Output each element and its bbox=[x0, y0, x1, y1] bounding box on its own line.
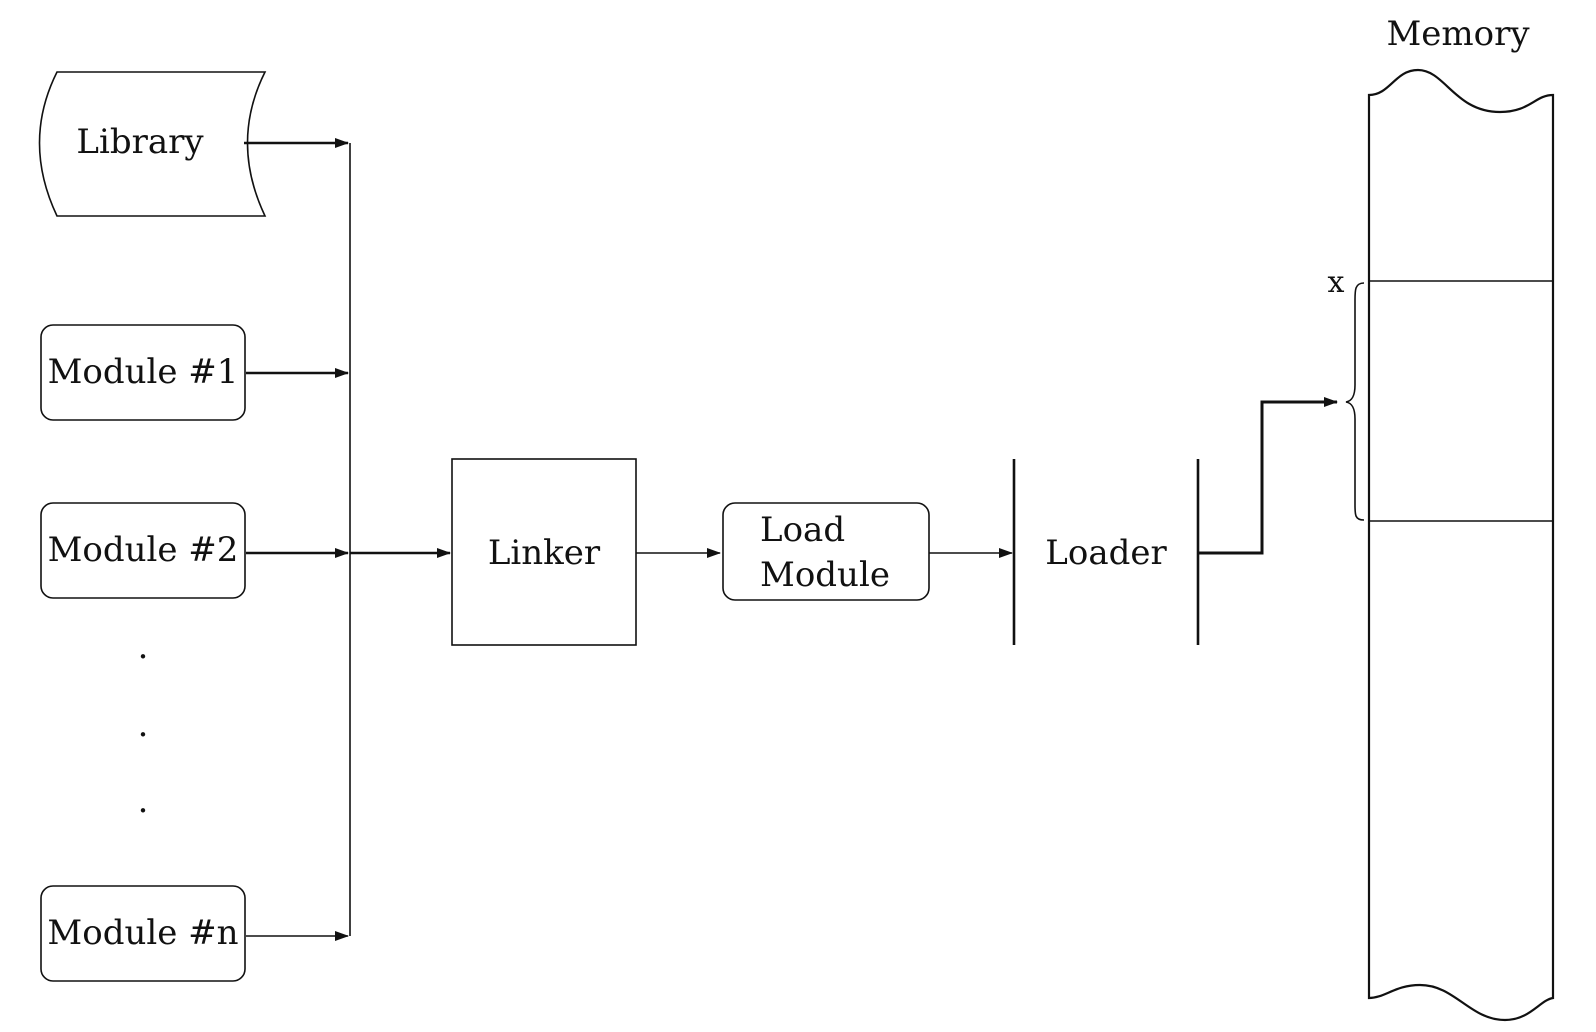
ellipsis-dot: · bbox=[138, 637, 149, 677]
module-2-node: Module #2 bbox=[40, 502, 246, 599]
module-1-label: Module #1 bbox=[48, 352, 239, 392]
linker-node: Linker bbox=[451, 458, 637, 646]
library-label: Library bbox=[76, 122, 204, 162]
memory-block bbox=[1367, 68, 1555, 1022]
memory-label: Memory bbox=[1386, 14, 1530, 54]
region-x-label: x bbox=[1328, 265, 1345, 300]
load-module-label-line1: Load bbox=[760, 510, 845, 550]
library-node: Library bbox=[38, 71, 267, 217]
ellipsis-dot: · bbox=[138, 791, 149, 831]
module-1-node: Module #1 bbox=[40, 324, 246, 421]
load-module-label-line2: Module bbox=[760, 555, 890, 595]
loader-label: Loader bbox=[1045, 533, 1167, 573]
ellipsis: · · · bbox=[138, 637, 149, 831]
module-n-node: Module #n bbox=[40, 885, 246, 982]
load-module-node: Load Module bbox=[722, 502, 930, 601]
ellipsis-dot: · bbox=[138, 715, 149, 755]
module-n-label: Module #n bbox=[47, 913, 238, 953]
region-x-brace: x bbox=[1328, 265, 1365, 521]
loader-node: Loader bbox=[1012, 459, 1200, 645]
loader-to-memory-arrow bbox=[1198, 397, 1338, 555]
module-2-label: Module #2 bbox=[48, 530, 239, 570]
linker-label: Linker bbox=[488, 533, 601, 573]
